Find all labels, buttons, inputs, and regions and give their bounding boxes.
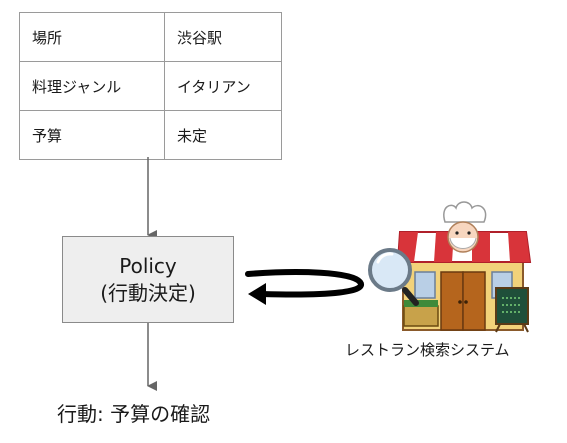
table-row: 場所 渋谷駅 — [19, 12, 282, 62]
slot-value: 渋谷駅 — [164, 12, 282, 62]
restaurant-search-system-label: レストラン検索システム — [345, 341, 510, 359]
policy-title: Policy — [119, 253, 177, 278]
action-label: 行動: 予算の確認 — [57, 402, 211, 426]
policy-subtitle: (行動決定) — [100, 280, 196, 305]
policy-box: Policy (行動決定) — [62, 236, 234, 323]
slot-value: 未定 — [164, 110, 282, 160]
feedback-loop-arrow — [245, 269, 365, 305]
table-row: 料理ジャンル イタリアン — [19, 61, 282, 111]
restaurant-shop-icon — [368, 201, 532, 333]
slot-key: 場所 — [19, 12, 165, 62]
table-row: 予算 未定 — [19, 110, 282, 160]
slot-value: イタリアン — [164, 61, 282, 111]
slot-table: 場所 渋谷駅 料理ジャンル イタリアン 予算 未定 — [19, 12, 282, 160]
